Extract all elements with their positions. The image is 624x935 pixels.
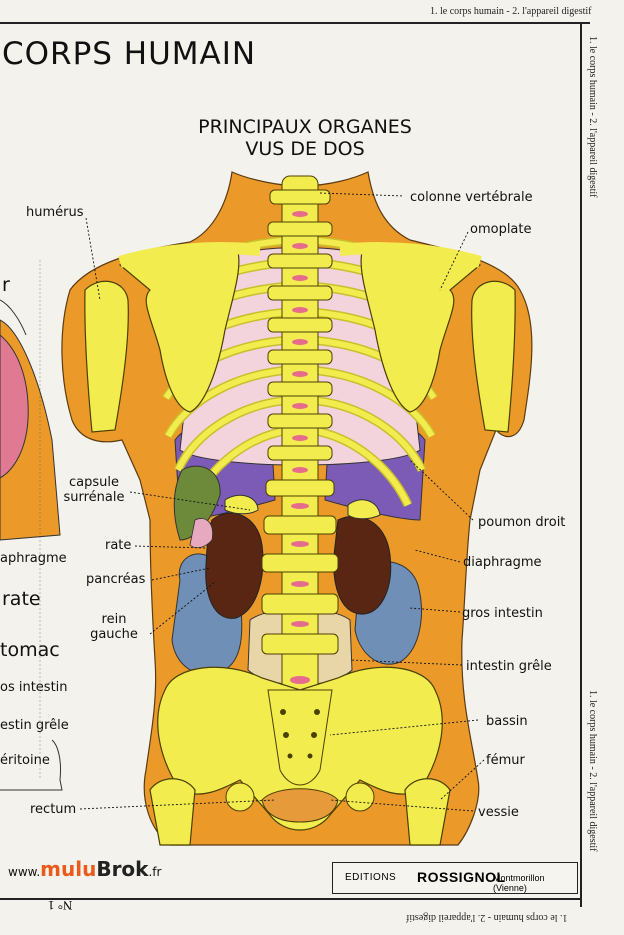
adrenal-left: [224, 494, 259, 515]
left-label-tomac: tomac: [0, 639, 60, 661]
label-pancreas: pancréas: [86, 572, 146, 587]
label-rein: rein gauche: [84, 612, 144, 642]
side-strip-bottom: 1. le corps humain - 2. l'appareil diges…: [587, 690, 598, 852]
plate-number: N° 1: [48, 898, 73, 913]
clavicle-left: [118, 242, 261, 268]
label-capsule: capsule surrénale: [63, 475, 125, 505]
bladder: [261, 788, 339, 823]
watermark-prefix: www.: [8, 865, 41, 879]
humerus-right: [471, 280, 516, 433]
label-rectum: rectum: [30, 802, 77, 817]
section-title-line1: PRINCIPAUX ORGANES: [198, 116, 412, 138]
label-capsule-1: capsule: [69, 475, 119, 490]
label-omoplate: omoplate: [470, 222, 532, 237]
kidney-left: [205, 512, 264, 619]
label-bassin: bassin: [486, 714, 528, 729]
left-label-aphragme: aphragme: [0, 551, 67, 566]
watermark-b: Brok: [96, 857, 149, 881]
label-capsule-2: surrénale: [63, 490, 125, 505]
femur-left: [149, 778, 196, 846]
header-strip: 1. le corps humain - 2. l'appareil diges…: [430, 6, 592, 17]
clavicle-right: [339, 242, 482, 268]
leader-lines: [79, 192, 485, 812]
left-label-estin-grele: estin grêle: [0, 718, 69, 733]
label-femur: fémur: [486, 753, 525, 768]
kidney-right: [333, 515, 392, 615]
left-label-eritoine: éritoine: [0, 753, 50, 768]
side-strip-top: 1. le corps humain - 2. l'appareil diges…: [587, 36, 598, 198]
edition-name: ROSSIGNOL: [417, 869, 506, 885]
spine: [261, 175, 339, 697]
label-intestin-grele: intestin grêle: [466, 659, 552, 674]
stomach-shape: [0, 334, 29, 479]
femur-right: [404, 778, 451, 846]
frame-bottom: [0, 898, 582, 900]
watermark: www.muluBrok.fr: [8, 857, 161, 881]
bottom-strip: 1. le corps humain - 2. l'appareil diges…: [406, 912, 568, 923]
left-label-rate: rate: [2, 588, 41, 610]
pancreas: [189, 518, 213, 549]
left-label-r: r: [2, 274, 10, 296]
label-gros-intestin: gros intestin: [462, 606, 543, 621]
left-label-os-intestin: os intestin: [0, 680, 68, 695]
label-rein-2: gauche: [90, 627, 138, 642]
watermark-a: mulu: [40, 857, 97, 881]
label-colonne: colonne vertébrale: [410, 190, 533, 205]
edition-box: EDITIONS ROSSIGNOL Montmorillon (Vienne): [332, 862, 578, 894]
section-title: PRINCIPAUX ORGANES VUS DE DOS: [180, 116, 430, 160]
frame-top: [0, 22, 590, 24]
label-diaphragme: diaphragme: [463, 555, 542, 570]
edition-prefix: EDITIONS: [345, 872, 397, 883]
section-title-line2: VUS DE DOS: [245, 138, 365, 160]
label-vessie: vessie: [478, 805, 519, 820]
edition-place: Montmorillon (Vienne): [493, 873, 545, 893]
label-rein-1: rein: [101, 612, 127, 627]
label-humerus: humérus: [26, 205, 84, 220]
watermark-suffix: .fr: [148, 865, 162, 879]
label-poumon: poumon droit: [478, 515, 566, 530]
humerus-left: [84, 280, 129, 433]
label-rate: rate: [105, 538, 132, 553]
adrenal-right: [347, 499, 381, 520]
frame-right: [580, 22, 582, 907]
main-title: CORPS HUMAIN: [2, 36, 257, 72]
